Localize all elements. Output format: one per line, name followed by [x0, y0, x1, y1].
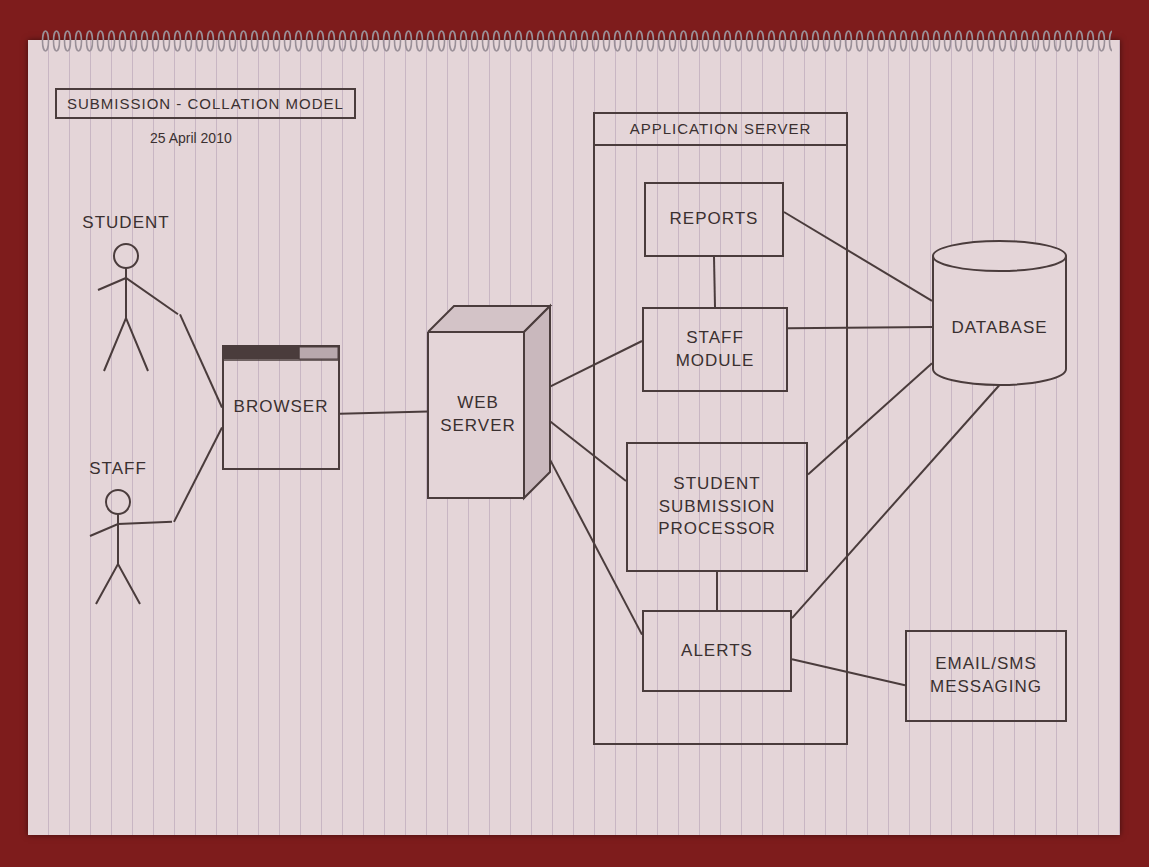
- connector-line: [714, 257, 715, 307]
- node-label: ALERTS: [681, 640, 753, 663]
- module-box: STAFF MODULE: [642, 307, 788, 392]
- server-face: [524, 306, 550, 498]
- node-label: STUDENT: [72, 212, 180, 235]
- connector-line: [550, 460, 642, 635]
- server-box: WEB SERVER: [428, 306, 550, 498]
- module-box: EMAIL/SMS MESSAGING: [905, 630, 1067, 722]
- connector-line: [174, 428, 222, 522]
- figure-head: [114, 244, 138, 268]
- connector-line: [716, 572, 718, 610]
- node-label: STUDENT SUBMISSION PROCESSOR: [634, 473, 800, 542]
- figure-limb: [125, 268, 127, 318]
- node-label: REPORTS: [670, 208, 759, 231]
- figure-limb: [96, 564, 140, 604]
- node-label: DATABASE: [951, 317, 1047, 340]
- spiral-binding: [40, 28, 1112, 54]
- server-face: [428, 332, 524, 498]
- connector-line: [550, 421, 626, 481]
- figure-head: [106, 490, 130, 514]
- title-bar-fill: [224, 347, 299, 359]
- connector-line: [340, 412, 428, 414]
- node-label: STAFF MODULE: [650, 327, 780, 373]
- node-label: WEB SERVER: [432, 392, 524, 438]
- cylinder-body: [933, 256, 1066, 385]
- connector-line: [550, 341, 642, 387]
- connector-line: [784, 212, 932, 301]
- connector-line: [792, 385, 1000, 618]
- node-label: EMAIL/SMS MESSAGING: [913, 653, 1059, 699]
- connector-line: [808, 363, 932, 474]
- title-bar-edge: [224, 359, 338, 361]
- window-buttons: [299, 347, 338, 359]
- connector-line: [788, 327, 932, 328]
- notebook-paper: [28, 40, 1120, 835]
- database-cylinder: DATABASE: [932, 240, 1067, 385]
- browser-title-bar: [224, 347, 338, 361]
- node-label: BROWSER: [234, 396, 329, 419]
- figure-limb: [90, 522, 172, 536]
- node-label: APPLICATION SERVER: [595, 114, 846, 146]
- stick-figure: [62, 458, 174, 610]
- actor-figure: STAFF: [62, 458, 174, 610]
- server-container: APPLICATION SERVER REPORTS STAFF MODULE STU…: [593, 112, 848, 745]
- connector-line: [792, 659, 905, 685]
- browser-window: BROWSER: [222, 345, 340, 470]
- cylinder-top: [933, 241, 1066, 271]
- figure-limb: [117, 514, 119, 564]
- node-label: STAFF: [62, 458, 174, 481]
- actor-figure: STUDENT: [72, 212, 180, 377]
- module-box: ALERTS: [642, 610, 792, 692]
- module-box: REPORTS: [644, 182, 784, 257]
- module-box: STUDENT SUBMISSION PROCESSOR: [626, 442, 808, 572]
- figure-limb: [98, 278, 178, 314]
- cylinder-outline: [932, 240, 1067, 385]
- diagram-title: SUBMISSION - COLLATION MODEL: [55, 88, 356, 119]
- date-note: 25 April 2010: [150, 130, 232, 146]
- connector-line: [180, 314, 222, 407]
- figure-limb: [104, 318, 148, 371]
- stick-figure: [72, 212, 180, 377]
